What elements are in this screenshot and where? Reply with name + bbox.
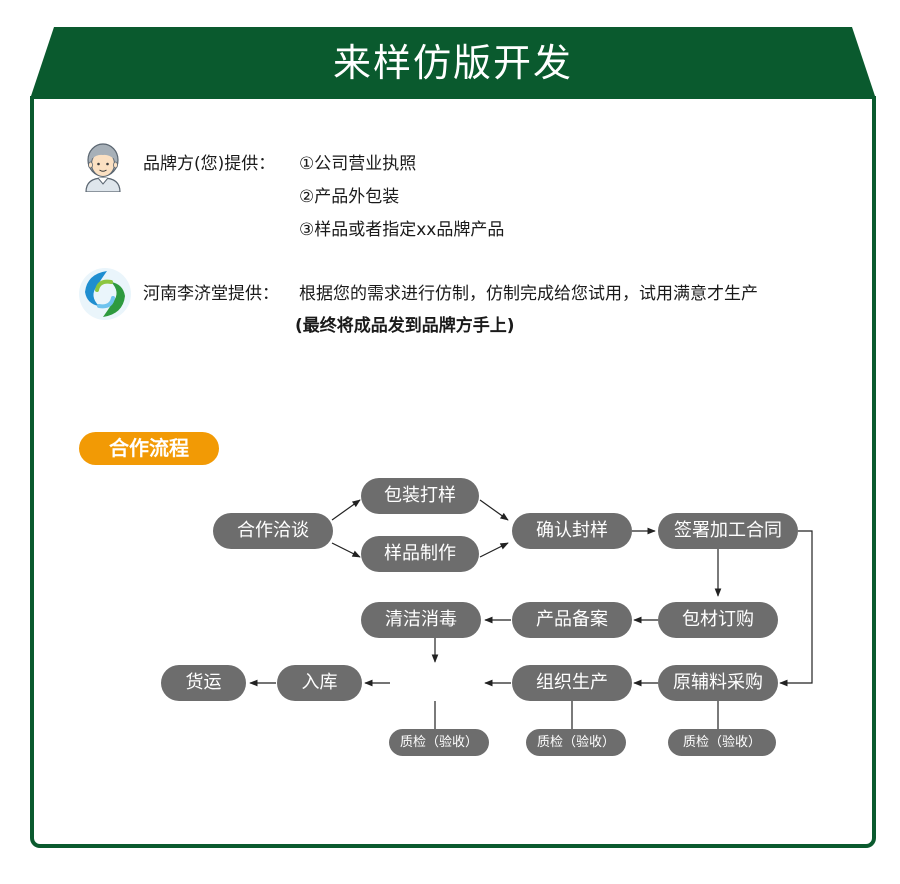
node-clean-disinfect: 清洁消毒 <box>361 602 481 638</box>
company-provides-note: (最终将成品发到品牌方手上) <box>295 316 515 336</box>
node-shipping: 货运 <box>161 665 246 701</box>
person-avatar-icon <box>85 143 121 192</box>
company-provides-label: 河南李济堂提供： <box>143 284 279 304</box>
header-banner <box>30 27 876 99</box>
node-negotiate: 合作洽谈 <box>213 513 333 549</box>
brand-provides-label: 品牌方(您)提供： <box>143 154 276 174</box>
node-warehousing: 入库 <box>277 665 362 701</box>
content-frame <box>30 96 876 848</box>
qc-badge: 质检（验收） <box>526 729 626 756</box>
node-packaging-design: 包装打样 <box>361 478 479 514</box>
node-product-filing: 产品备案 <box>512 602 632 638</box>
qc-badge: 质检（验收） <box>668 729 776 756</box>
brand-item-license: ①公司营业执照 <box>299 154 417 174</box>
process-title: 合作流程 <box>79 432 219 465</box>
node-packaging-purchase: 包材订购 <box>658 602 778 638</box>
node-raw-material-purchase: 原辅料采购 <box>658 665 778 701</box>
company-logo-icon <box>79 268 131 320</box>
node-sample-making: 样品制作 <box>361 536 479 572</box>
node-organize-production: 组织生产 <box>512 665 632 701</box>
node-sign-contract: 签署加工合同 <box>658 513 798 549</box>
company-provides-text: 根据您的需求进行仿制，仿制完成给您试用，试用满意才生产 <box>299 284 758 304</box>
brand-item-packaging: ②产品外包装 <box>299 187 400 207</box>
node-confirm-seal: 确认封样 <box>512 513 632 549</box>
page-title: 来样仿版开发 <box>332 41 573 85</box>
qc-badge: 质检（验收） <box>389 729 489 756</box>
brand-item-sample: ③样品或者指定xx品牌产品 <box>299 220 505 240</box>
